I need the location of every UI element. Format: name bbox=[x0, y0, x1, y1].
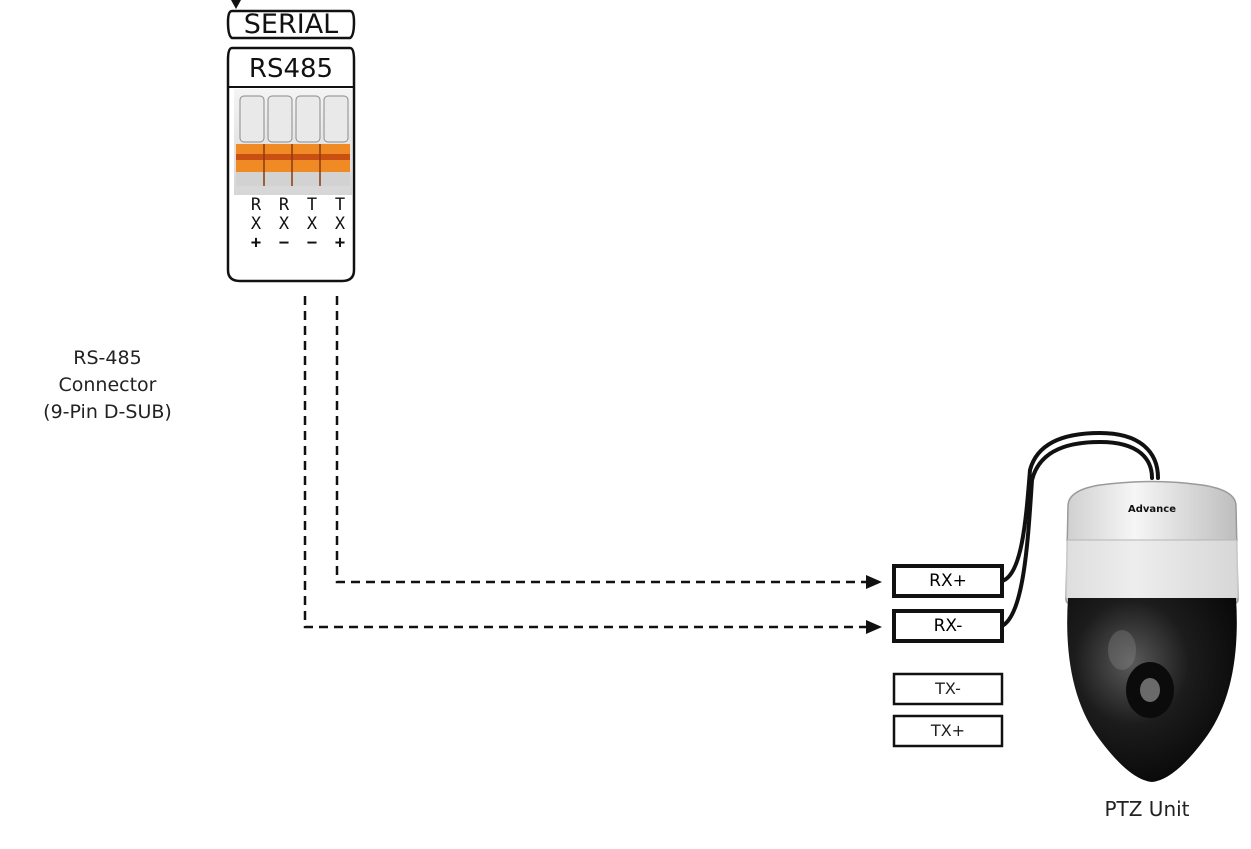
dashed-line-tx-plus bbox=[335, 296, 872, 584]
connector-caption-line1: RS-485 bbox=[73, 347, 142, 369]
rx-plus-label: RX+ bbox=[929, 571, 967, 591]
tx-plus-label: TX+ bbox=[930, 721, 966, 740]
top-arrowhead bbox=[231, 0, 241, 9]
ptz-unit-caption: PTZ Unit bbox=[1104, 797, 1190, 821]
pin-sign: + bbox=[334, 233, 346, 253]
dashed-line-tx-minus bbox=[303, 296, 872, 629]
arrowhead-rx-minus bbox=[866, 620, 882, 634]
terminal-block-image bbox=[234, 89, 352, 195]
tx-minus-label: TX- bbox=[935, 679, 961, 698]
pin-label-tx-minus: T X − bbox=[302, 196, 322, 253]
pin-label-tx-plus: T X + bbox=[330, 196, 350, 253]
connector-caption-line3: (9-Pin D-SUB) bbox=[43, 401, 172, 423]
pin-letter: R bbox=[250, 195, 262, 215]
rx-minus-label: RX- bbox=[933, 616, 963, 636]
pin-letter: X bbox=[250, 214, 262, 234]
pin-letter: X bbox=[278, 214, 290, 234]
arrowhead-rx-plus bbox=[866, 575, 882, 589]
tx-plus-terminal bbox=[892, 714, 1004, 748]
pin-sign: − bbox=[278, 233, 290, 253]
connector-caption-line2: Connector bbox=[58, 374, 157, 396]
ptz-camera bbox=[1065, 480, 1239, 782]
tx-minus-terminal bbox=[892, 672, 1004, 706]
pin-letter: R bbox=[278, 195, 290, 215]
serial-rs485-block bbox=[226, 9, 356, 283]
connector-caption: RS-485 Connector (9-Pin D-SUB) bbox=[15, 345, 200, 426]
camera-cable bbox=[1000, 430, 1160, 628]
pin-letter: T bbox=[306, 195, 318, 215]
pin-label-rx-minus: R X − bbox=[274, 196, 294, 253]
rs485-subheader: RS485 bbox=[248, 54, 334, 84]
pin-sign: + bbox=[250, 233, 262, 253]
camera-brand-text: Advance bbox=[1128, 504, 1176, 515]
pin-letter: X bbox=[306, 214, 318, 234]
pin-sign: − bbox=[306, 233, 318, 253]
serial-header: SERIAL bbox=[243, 9, 339, 40]
pin-letter: X bbox=[334, 214, 346, 234]
pin-letter: T bbox=[334, 195, 346, 215]
rx-minus-terminal bbox=[892, 609, 1004, 643]
pin-label-rx-plus: R X + bbox=[246, 196, 266, 253]
